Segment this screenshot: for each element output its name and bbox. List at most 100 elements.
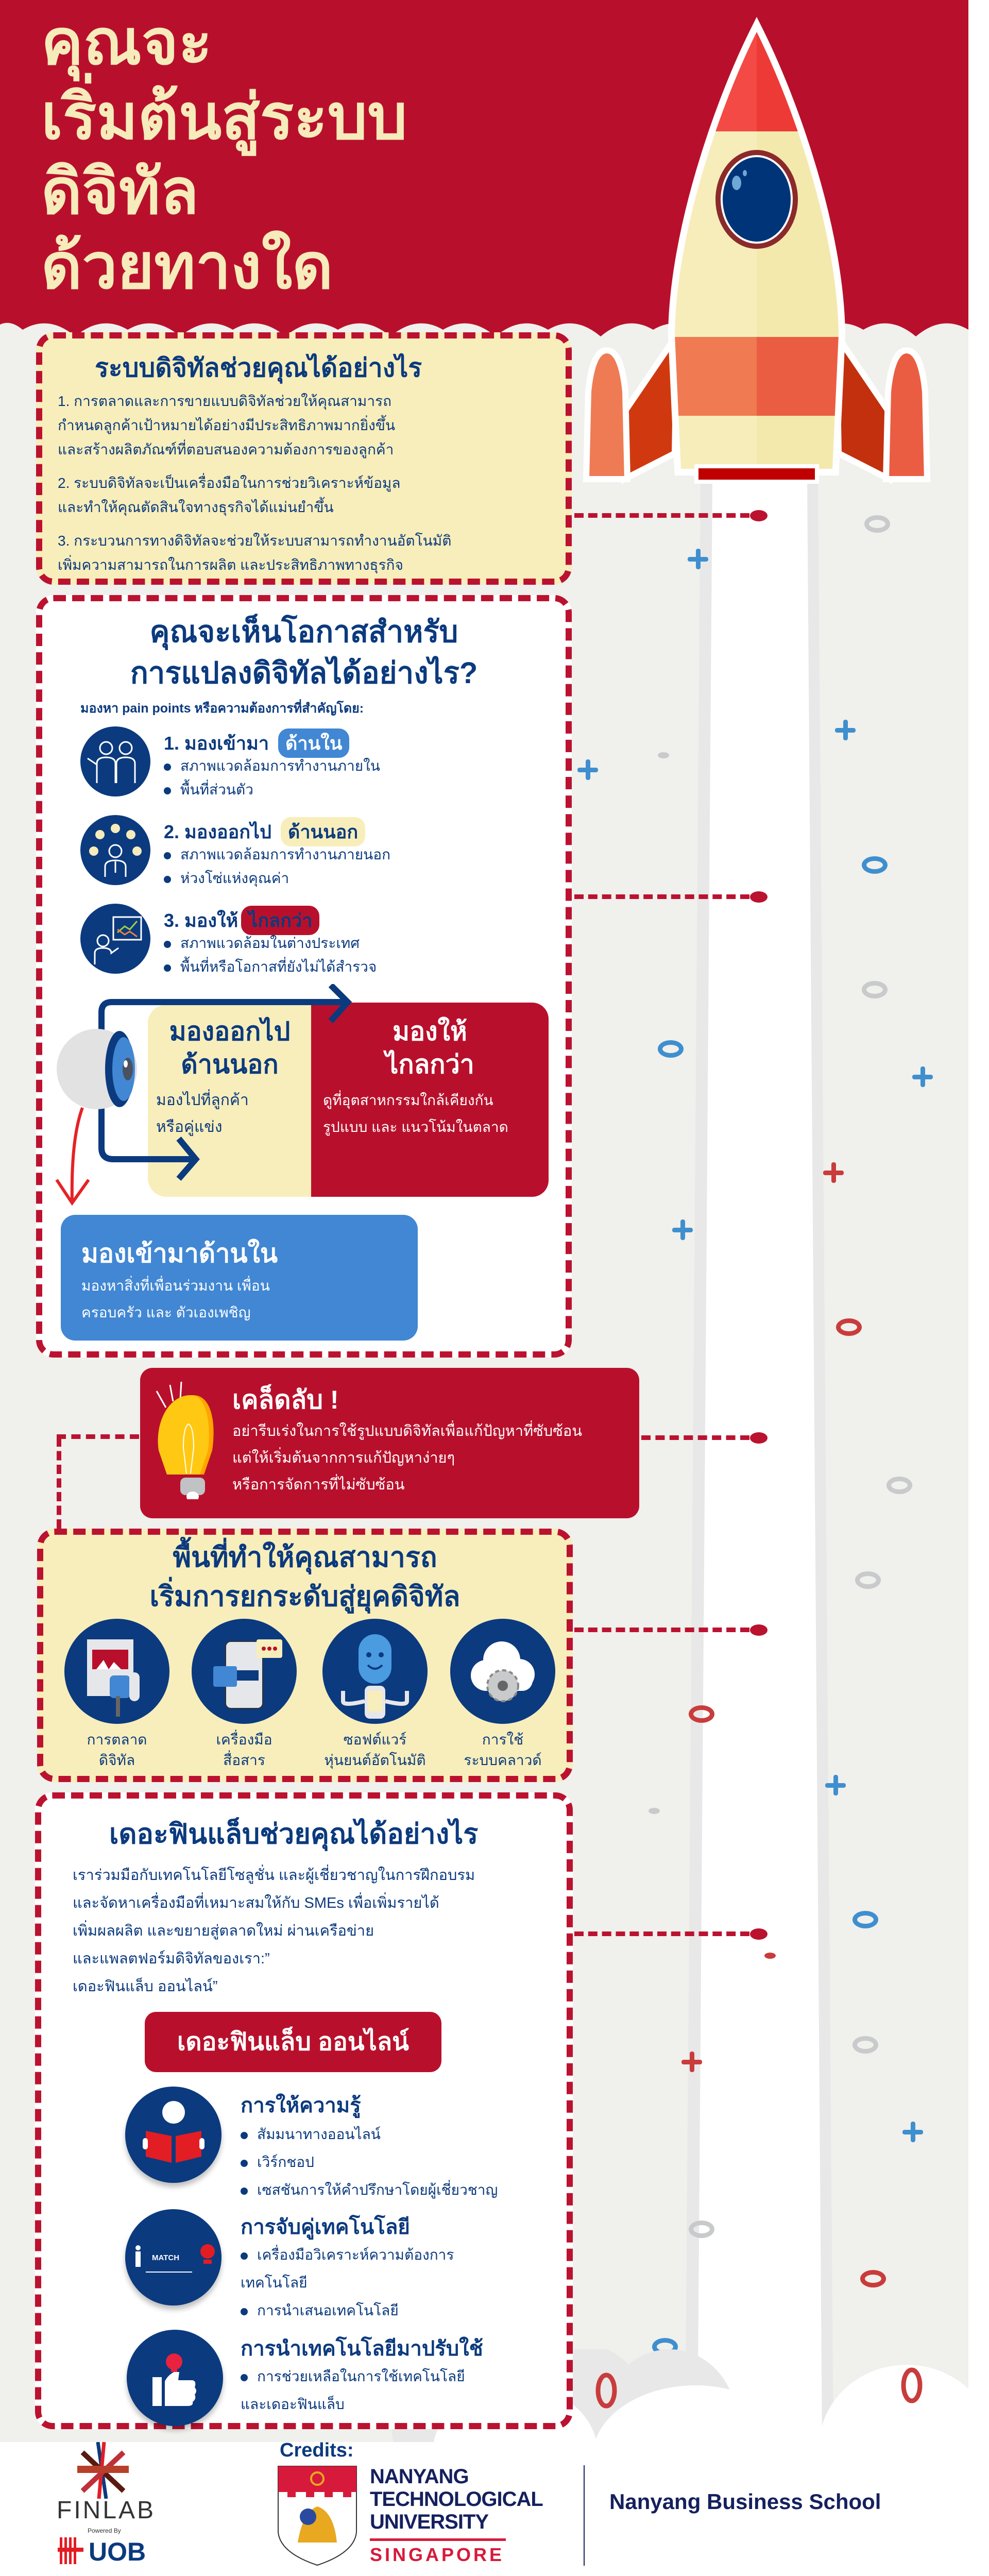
outward-panel (148, 1005, 312, 1197)
connector-line (641, 1435, 749, 1440)
further-description: ดูที่อุตสาหกรรมใกล้เคียงกัน รูปแบบ และ แ… (323, 1087, 508, 1141)
tip-line: หรือการจัดการที่ไม่ซับซ้อน (232, 1477, 405, 1493)
desc-line: รูปแบบ และ แนวโน้มในตลาด (323, 1119, 508, 1135)
service-bullets: การช่วยเหลือในการใช้เทคโนโลยี และเดอะฟิน… (241, 2363, 465, 2418)
ring-decoration-icon (860, 2270, 886, 2287)
dot-decoration-icon (764, 1953, 776, 1959)
desc-line: มองไปที่ลูกค้า (156, 1092, 249, 1109)
tip-title: เคล็ดลับ ! (232, 1385, 339, 1414)
perspective-bullets: สภาพแวดล้อมการทำงานภายนอก ห่วงโซ่แห่งคุณ… (164, 843, 390, 890)
plus-decoration-icon (912, 1066, 933, 1087)
technology-matching-icon: MATCH (125, 2209, 221, 2306)
finlab-logo-text: FINLAB (57, 2497, 156, 2524)
label-line: หุ่นยนต์อัตโนมัติ (324, 1752, 426, 1768)
inward-panel: มองเข้ามาด้านใน มองหาสิ่งที่เพื่อนร่วมงา… (61, 1215, 418, 1341)
ntu-divider (370, 2538, 506, 2541)
powered-by-label: Powered By (88, 2527, 121, 2534)
plus-decoration-icon (681, 2052, 702, 2072)
ntu-country: SINGAPORE (370, 2544, 505, 2565)
perspective-inward: 1. มองเข้ามาด้านใน (164, 728, 350, 758)
ring-decoration-icon (862, 981, 888, 998)
ring-decoration-icon (836, 1318, 862, 1336)
label-line: เครื่องมือ (216, 1732, 272, 1748)
label-line: สื่อสาร (223, 1752, 265, 1768)
ntu-line: TECHNOLOGICAL (370, 2488, 543, 2511)
connector-dot (750, 1624, 768, 1636)
paragraph-line: และจัดหาเครื่องมือที่เหมาะสมให้กับ SMEs … (73, 1895, 439, 1911)
bullet-text: เครื่องมือวิเคราะห์ความต้องการ (257, 2247, 454, 2263)
digital-area-label: เครื่องมือสื่อสาร (193, 1730, 296, 1771)
credits-label: Credits: (280, 2439, 354, 2461)
uob-logo-text: UOB (89, 2537, 146, 2566)
label-line: ระบบคลาวด์ (464, 1752, 542, 1768)
digital-marketing-icon (64, 1619, 169, 1724)
tip-line: แต่ให้เริ่มต้นจากการแก้ปัญหาง่ายๆ (232, 1450, 455, 1466)
network-person-icon (80, 815, 150, 885)
service-title: การจับคู่เทคโนโลยี (241, 2216, 410, 2239)
title-line: เริ่มต้นสู่ระบบ (41, 82, 407, 152)
robot-software-icon (322, 1619, 428, 1724)
perspective-bullets: สภาพแวดล้อมในต่างประเทศ พื้นที่หรือโอกาส… (164, 931, 377, 979)
ntu-line: NANYANG (370, 2465, 469, 2488)
paragraph-line: และแพลตฟอร์มดิจิทัลของเรา:” (73, 1951, 270, 1967)
title-line: ด้านนอก (181, 1050, 279, 1079)
bullet-icon (241, 2252, 248, 2260)
label-line: การตลาด (87, 1732, 147, 1748)
perspective-further: 3. มองให้ไกลกว่า (164, 906, 320, 935)
digital-benefits-panel (36, 332, 572, 585)
logo-separator (584, 2465, 585, 2566)
ring-decoration-icon (658, 1040, 684, 1058)
bullet-icon (164, 787, 171, 794)
tip-line: อย่ารีบเร่งในการใช้รูปแบบดิจิทัลเพื่อแก้… (232, 1423, 583, 1439)
thumbs-up-wrench-icon (127, 2330, 223, 2426)
service-title: การนำเทคโนโลยีมาปรับใช้ (241, 2337, 483, 2360)
connector-line (57, 1434, 139, 1439)
benefit-line: 3. กระบวนการทางดิจิทัลจะช่วยให้ระบบสามาร… (58, 533, 452, 549)
bullet-icon (164, 940, 171, 948)
service-title: การให้ความรู้ (241, 2094, 361, 2117)
label-line: ดิจิทัล (98, 1752, 135, 1768)
outward-title: มองออกไป ด้านนอก (148, 1015, 312, 1081)
bullet-icon (164, 964, 171, 972)
bullet-text: สภาพแวดล้อมในต่างประเทศ (180, 935, 360, 951)
bullet-text: พื้นที่หรือโอกาสที่ยังไม่ได้สำรวจ (180, 959, 377, 975)
bullet-text: และเดอะฟินแล็บ (241, 2396, 345, 2412)
benefit-line: เพิ่มความสามารถในการผลิต และประสิทธิภาพท… (58, 557, 403, 573)
digital-benefits-title: ระบบดิจิทัลช่วยคุณได้อย่างไร (95, 353, 422, 382)
ntu-line: UNIVERSITY (370, 2511, 489, 2533)
digital-areas-title: พื้นที่ทำให้คุณสามารถ เริ่มการยกระดับสู่… (43, 1538, 567, 1616)
title-line: มองออกไป (169, 1017, 291, 1046)
rocket-trail (697, 482, 822, 2442)
benefit-line: 2. ระบบดิจิทัลจะเป็นเครื่องมือในการช่วยว… (58, 475, 401, 491)
plus-decoration-icon (902, 2122, 923, 2142)
finlab-online-button[interactable]: เดอะฟินแล็บ ออนไลน์ (145, 2012, 441, 2072)
paragraph-line: เพิ่มผลผลิต และขยายสู่ตลาดใหม่ ผ่านเครือ… (73, 1923, 374, 1939)
perspective-outward: 2. มองออกไปด้านนอก (164, 817, 366, 846)
tip-text: อย่ารีบเร่งในการใช้รูปแบบดิจิทัลเพื่อแก้… (232, 1418, 582, 1498)
bullet-icon (164, 875, 171, 883)
education-reader-icon (125, 2087, 221, 2183)
title-line: ไกลกว่า (385, 1050, 474, 1079)
dot-decoration-icon (649, 1808, 660, 1814)
desc-line: หรือคู่แข่ง (156, 1118, 223, 1136)
digital-area-label: การตลาดดิจิทัล (65, 1730, 168, 1771)
ring-decoration-icon (852, 1911, 878, 1928)
title-line: ด้วยทางใด (41, 231, 333, 301)
finlab-help-paragraph: เราร่วมมือกับเทคโนโลยีโซลูชั่น และผู้เชี… (73, 1861, 475, 2001)
desc-line: มองหาสิ่งที่เพื่อนร่วมงาน เพื่อน (81, 1278, 270, 1294)
label-line: ซอฟต์แวร์ (343, 1732, 407, 1748)
connector-line (57, 1437, 61, 1529)
service-bullets: เครื่องมือวิเคราะห์ความต้องการ เทคโนโลยี… (241, 2241, 454, 2325)
ring-decoration-icon (862, 856, 888, 874)
desc-line: ดูที่อุตสาหกรรมใกล้เคียงกัน (323, 1092, 493, 1108)
plus-decoration-icon (672, 1219, 693, 1240)
finlab-logo-mark (77, 2442, 129, 2499)
connector-dot (750, 891, 768, 903)
match-label: MATCH (152, 2253, 180, 2262)
bullet-text: สภาพแวดล้อมการทำงานภายใน (180, 758, 380, 774)
connector-dot (750, 1432, 768, 1444)
label-line: การใช้ (482, 1732, 524, 1748)
communication-tools-icon (192, 1619, 297, 1724)
bullet-text: การช่วยเหลือในการใช้เทคโนโลยี (257, 2368, 465, 2384)
plus-decoration-icon (688, 549, 708, 569)
